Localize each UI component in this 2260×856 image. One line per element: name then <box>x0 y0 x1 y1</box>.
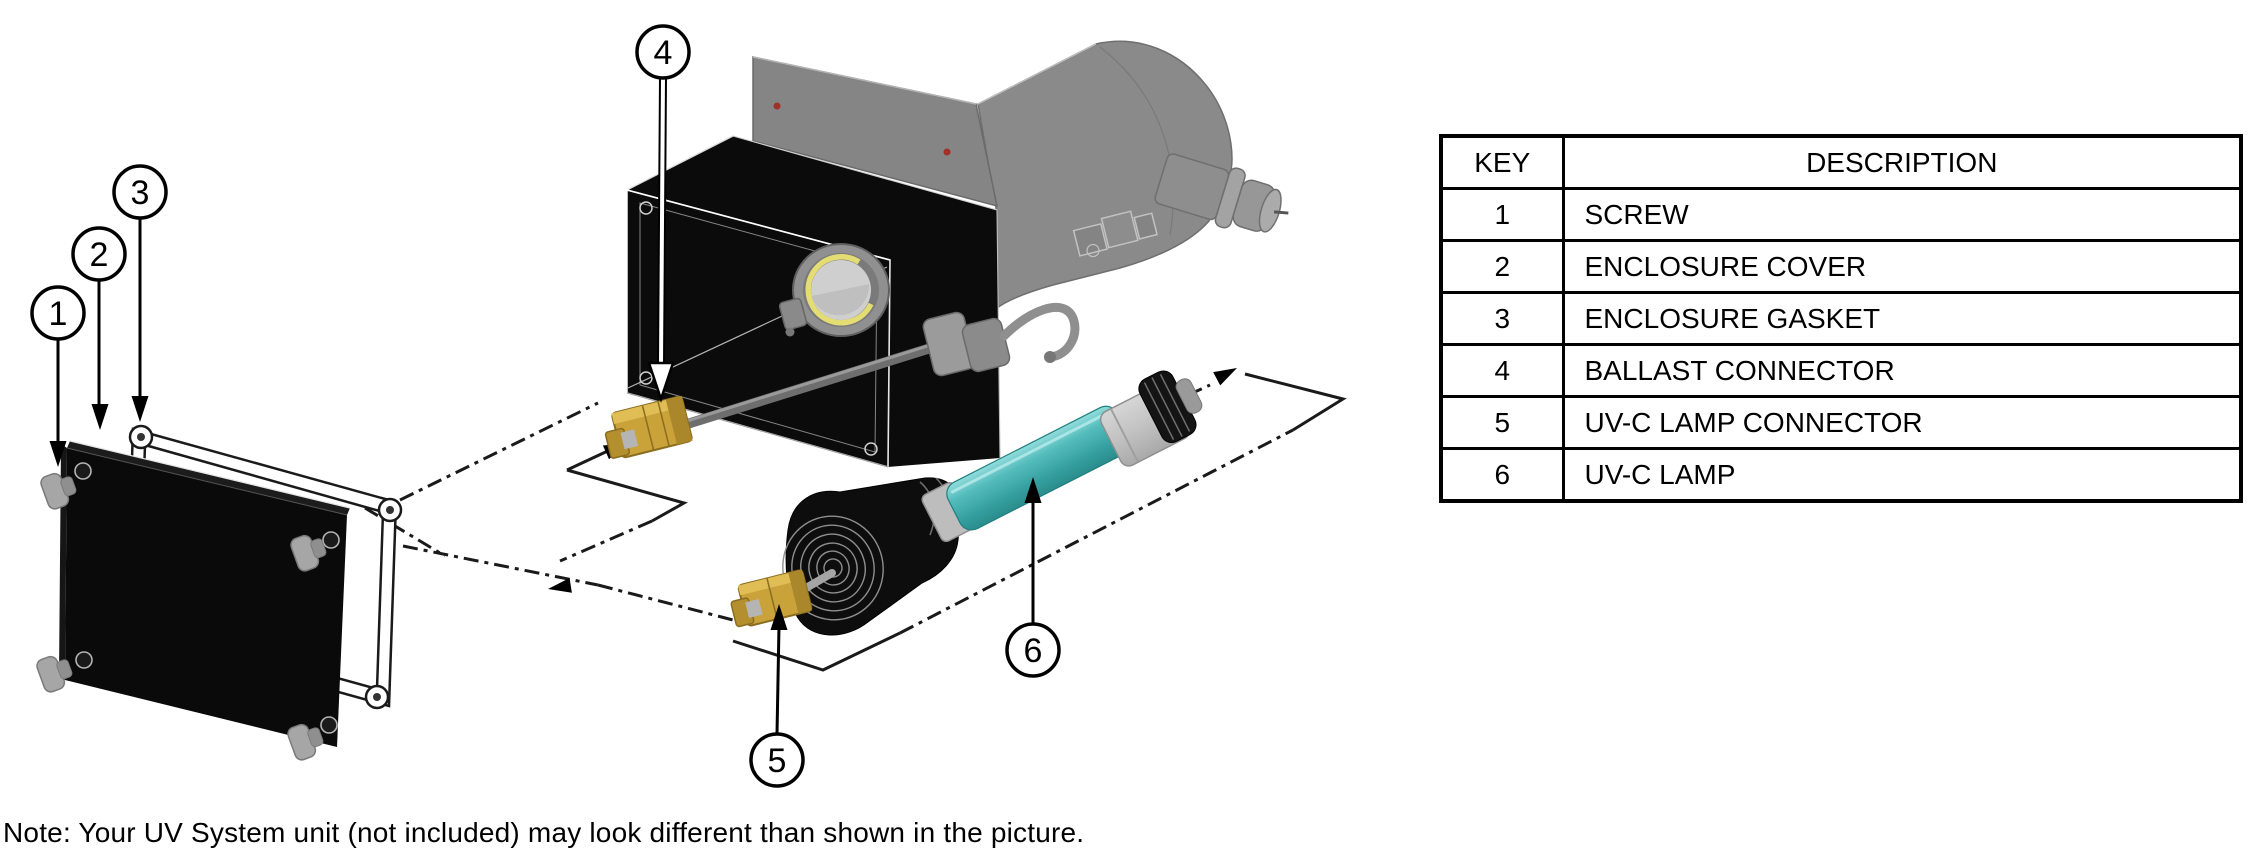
gasket-corner-hole <box>128 424 154 450</box>
part-description: ENCLOSURE GASKET <box>1561 291 2243 346</box>
lamp-end-nub <box>1175 378 1203 414</box>
ballast-connector <box>604 395 693 459</box>
callout-leader-6 <box>1024 477 1042 624</box>
callouts: 1 2 3 4 5 6 <box>30 24 1061 788</box>
callout-4-number: 4 <box>654 34 673 72</box>
key-column-header: KEY <box>1439 134 1565 190</box>
table-row: 2 ENCLOSURE COVER <box>1439 239 2243 294</box>
callout-leader-1 <box>49 339 67 467</box>
callout-2-number: 2 <box>90 236 109 274</box>
ballast-enclosure <box>604 135 1080 469</box>
callout-leader-4 <box>647 77 675 403</box>
part-key: 2 <box>1439 239 1565 294</box>
callout-leader-2 <box>91 280 109 430</box>
part-description: ENCLOSURE COVER <box>1561 239 2243 294</box>
table-row: 3 ENCLOSURE GASKET <box>1439 291 2243 346</box>
part-key: 4 <box>1439 343 1565 398</box>
callout-leader-3 <box>131 218 149 422</box>
screw <box>290 534 327 572</box>
uv-unit-clamp-detail <box>1072 210 1158 258</box>
part-description: BALLAST CONNECTOR <box>1561 343 2243 398</box>
callout-5: 5 <box>749 732 805 788</box>
callout-1-number: 1 <box>49 295 68 333</box>
part-description: UV-C LAMP CONNECTOR <box>1561 395 2243 450</box>
gasket-corner-hole <box>364 684 390 710</box>
plate-screw-dot <box>943 148 951 156</box>
table-row: 1 SCREW <box>1439 187 2243 242</box>
cover-face <box>65 448 347 747</box>
table-row: 5 UV-C LAMP CONNECTOR <box>1439 395 2243 450</box>
callout-leader-5 <box>770 604 788 735</box>
uv-unit-port <box>1154 153 1289 233</box>
table-row: 6 UV-C LAMP <box>1439 447 2243 503</box>
uv-system-unit <box>752 40 1289 310</box>
description-column-header: DESCRIPTION <box>1561 134 2243 190</box>
parts-table: KEY DESCRIPTION 1 SCREW 2 ENCLOSURE COVE… <box>1439 134 2243 503</box>
part-description: SCREW <box>1561 187 2243 242</box>
assembly-axis-lines <box>364 361 1347 672</box>
parts-table-header-row: KEY DESCRIPTION <box>1439 134 2243 190</box>
callout-4: 4 <box>635 24 691 80</box>
table-row: 4 BALLAST CONNECTOR <box>1439 343 2243 398</box>
part-key: 1 <box>1439 187 1565 242</box>
callout-5-number: 5 <box>768 742 787 780</box>
ballast-cable <box>663 337 955 435</box>
callout-6: 6 <box>1005 622 1061 678</box>
uvc-lamp-assembly <box>730 370 1203 636</box>
screw <box>287 723 324 761</box>
cover-screw-hole <box>74 462 340 734</box>
uvc-lamp-connector <box>730 569 813 628</box>
gasket-corner-hole <box>377 497 403 523</box>
pigtail-cable <box>999 302 1080 362</box>
screws <box>36 472 327 761</box>
plate-screw-dot <box>773 102 781 110</box>
lamp-port-collar <box>778 243 890 337</box>
callout-6-number: 6 <box>1024 632 1043 670</box>
figure-note: Note: Your UV System unit (not included)… <box>3 817 1085 848</box>
screw <box>36 655 73 693</box>
callout-3-number: 3 <box>131 174 150 212</box>
part-key: 5 <box>1439 395 1565 450</box>
yellow-ring <box>805 254 874 326</box>
part-description: UV-C LAMP <box>1561 447 2243 503</box>
callout-3: 3 <box>112 164 168 220</box>
callout-1: 1 <box>30 285 86 341</box>
part-key: 3 <box>1439 291 1565 346</box>
part-key: 6 <box>1439 447 1565 503</box>
lamp-connector-pin <box>802 569 836 592</box>
cable-gland <box>922 302 1080 377</box>
callout-2: 2 <box>71 226 127 282</box>
screw <box>40 472 77 510</box>
